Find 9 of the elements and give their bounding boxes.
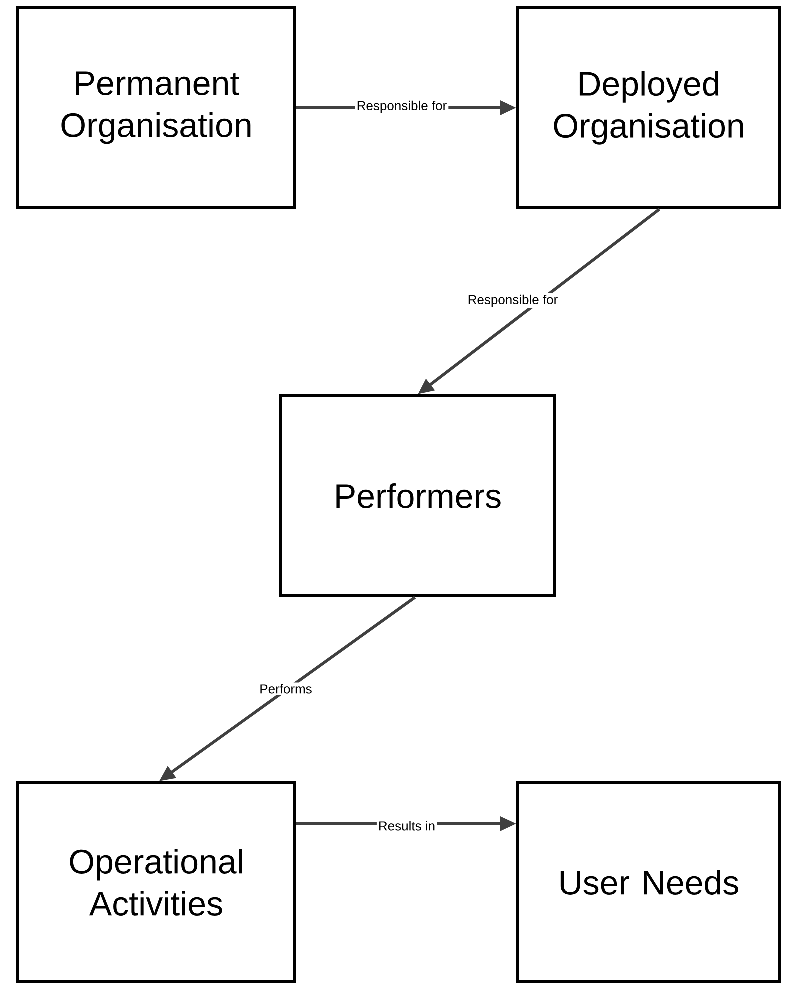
box: Deployed Organisation	[516, 6, 782, 210]
edge-label: Performs	[258, 682, 314, 696]
edge-label: Responsible for	[355, 99, 449, 115]
edge-label: Responsible for	[466, 293, 560, 309]
box: User Needs	[516, 782, 782, 984]
box: Permanent Organisation	[16, 6, 296, 210]
box: Performers	[280, 394, 556, 598]
edge-label: Results in	[376, 820, 438, 832]
box: Operational Activities	[16, 782, 296, 984]
